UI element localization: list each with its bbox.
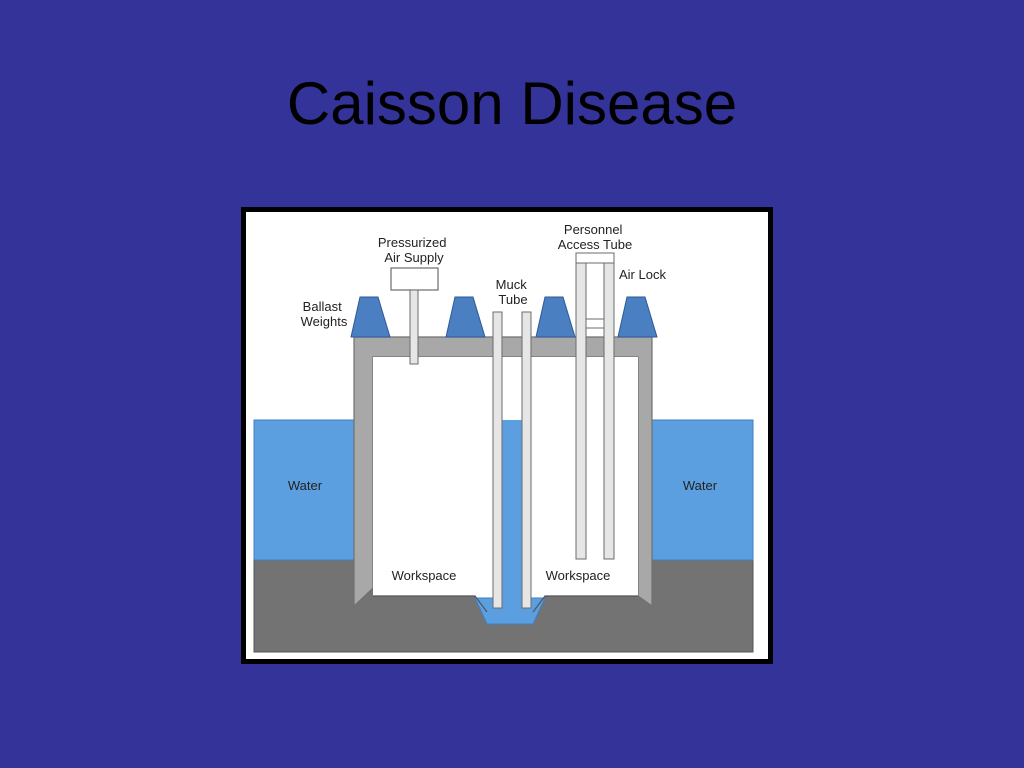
label-workspace-right: Workspace <box>546 568 611 583</box>
workspace-floor-edge <box>373 595 638 613</box>
ballast-weight-1 <box>350 296 391 338</box>
air-lock-door <box>585 318 605 329</box>
muck-tube-right-wall <box>521 311 532 609</box>
label-water-left: Water <box>288 478 323 493</box>
air-supply-box <box>390 267 439 291</box>
muck-tube-left-wall <box>492 311 503 609</box>
air-supply-pipe <box>409 289 419 365</box>
access-tube-cap <box>575 252 615 264</box>
ballast-weight-4 <box>617 296 658 338</box>
label-ballast-weights: Ballast Weights <box>301 299 348 329</box>
label-workspace-left: Workspace <box>392 568 457 583</box>
label-muck-tube: Muck Tube <box>496 277 531 307</box>
caisson-diagram-svg: Pressurized Air Supply Personnel Access … <box>253 222 754 653</box>
caisson-diagram: Pressurized Air Supply Personnel Access … <box>241 207 773 664</box>
label-water-right: Water <box>683 478 718 493</box>
muck-tube-water <box>502 420 522 608</box>
water-left <box>253 419 356 561</box>
label-pressurized-air-supply: Pressurized Air Supply <box>378 235 450 265</box>
label-personnel-access-tube: Personnel Access Tube <box>558 222 632 252</box>
access-tube-left-wall <box>575 262 587 560</box>
label-air-lock: Air Lock <box>619 267 666 282</box>
slide-title: Caisson Disease <box>286 70 738 137</box>
ballast-weight-2 <box>445 296 486 338</box>
access-tube-right-wall <box>603 262 615 560</box>
ballast-weight-3 <box>535 296 576 338</box>
